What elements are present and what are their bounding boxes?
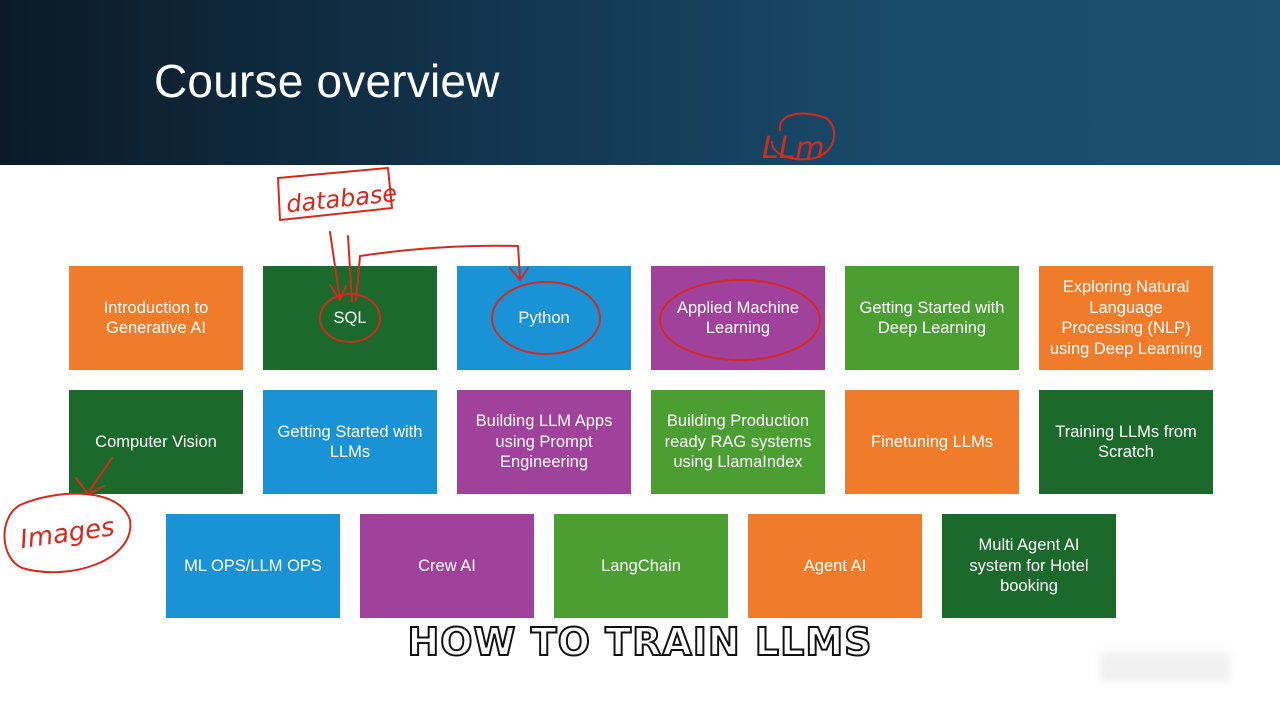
module-tile-langchain[interactable]: LangChain [554, 514, 728, 618]
module-label: Crew AI [418, 556, 476, 575]
module-label: Python [518, 308, 570, 327]
module-tile-python[interactable]: Python [457, 266, 631, 370]
page-title: Course overview [154, 55, 500, 107]
watermark-blur [1100, 652, 1230, 682]
module-label: Applied Machine Learning [677, 298, 799, 338]
module-label: Getting Started with Deep Learning [859, 298, 1005, 338]
images-annotation: Images [18, 512, 116, 555]
module-tile-deep-learning[interactable]: Getting Started with Deep Learning [845, 266, 1019, 370]
module-tile-intro-genai[interactable]: Introduction to Generative AI [69, 266, 243, 370]
video-caption: HOW TO TRAIN LLMS [406, 619, 873, 665]
module-tile-sql[interactable]: SQL [263, 266, 437, 370]
module-tile-multi-agent[interactable]: Multi Agent AI system for Hotel booking [942, 514, 1116, 618]
module-tile-mlops[interactable]: ML OPS/LLM OPS [166, 514, 340, 618]
module-label: Finetuning LLMs [871, 432, 993, 451]
database-annotation: database [285, 179, 399, 218]
module-label: Getting Started with LLMs [277, 422, 423, 462]
module-label: Building Production ready RAG systems us… [664, 412, 812, 472]
module-tile-training-from-scratch[interactable]: Training LLMs from Scratch [1039, 390, 1213, 494]
images-annotation-circle [3, 492, 132, 574]
module-label: Training LLMs from Scratch [1055, 422, 1197, 462]
module-label: Introduction to Generative AI [103, 298, 209, 338]
module-label: Multi Agent AI system for Hotel booking [969, 536, 1089, 596]
module-label: Exploring Natural Language Processing (N… [1049, 278, 1203, 358]
module-label: Building LLM Apps using Prompt Engineeri… [475, 412, 613, 472]
module-tile-rag-llamaindex[interactable]: Building Production ready RAG systems us… [651, 390, 825, 494]
module-label: ML OPS/LLM OPS [184, 556, 322, 575]
module-label: LangChain [601, 556, 681, 575]
module-tile-llms[interactable]: Getting Started with LLMs [263, 390, 437, 494]
module-tile-crew-ai[interactable]: Crew AI [360, 514, 534, 618]
module-tile-agent-ai[interactable]: Agent AI [748, 514, 922, 618]
database-annotation-box [277, 167, 393, 221]
module-tile-nlp[interactable]: Exploring Natural Language Processing (N… [1039, 266, 1213, 370]
slide-header: Course overview [0, 0, 1280, 165]
module-label: Computer Vision [95, 432, 217, 451]
module-label: Agent AI [803, 556, 867, 575]
module-tile-prompt-engineering[interactable]: Building LLM Apps using Prompt Engineeri… [457, 390, 631, 494]
module-label: SQL [333, 308, 367, 327]
module-tile-computer-vision[interactable]: Computer Vision [69, 390, 243, 494]
module-tile-applied-ml[interactable]: Applied Machine Learning [651, 266, 825, 370]
module-tile-finetuning[interactable]: Finetuning LLMs [845, 390, 1019, 494]
